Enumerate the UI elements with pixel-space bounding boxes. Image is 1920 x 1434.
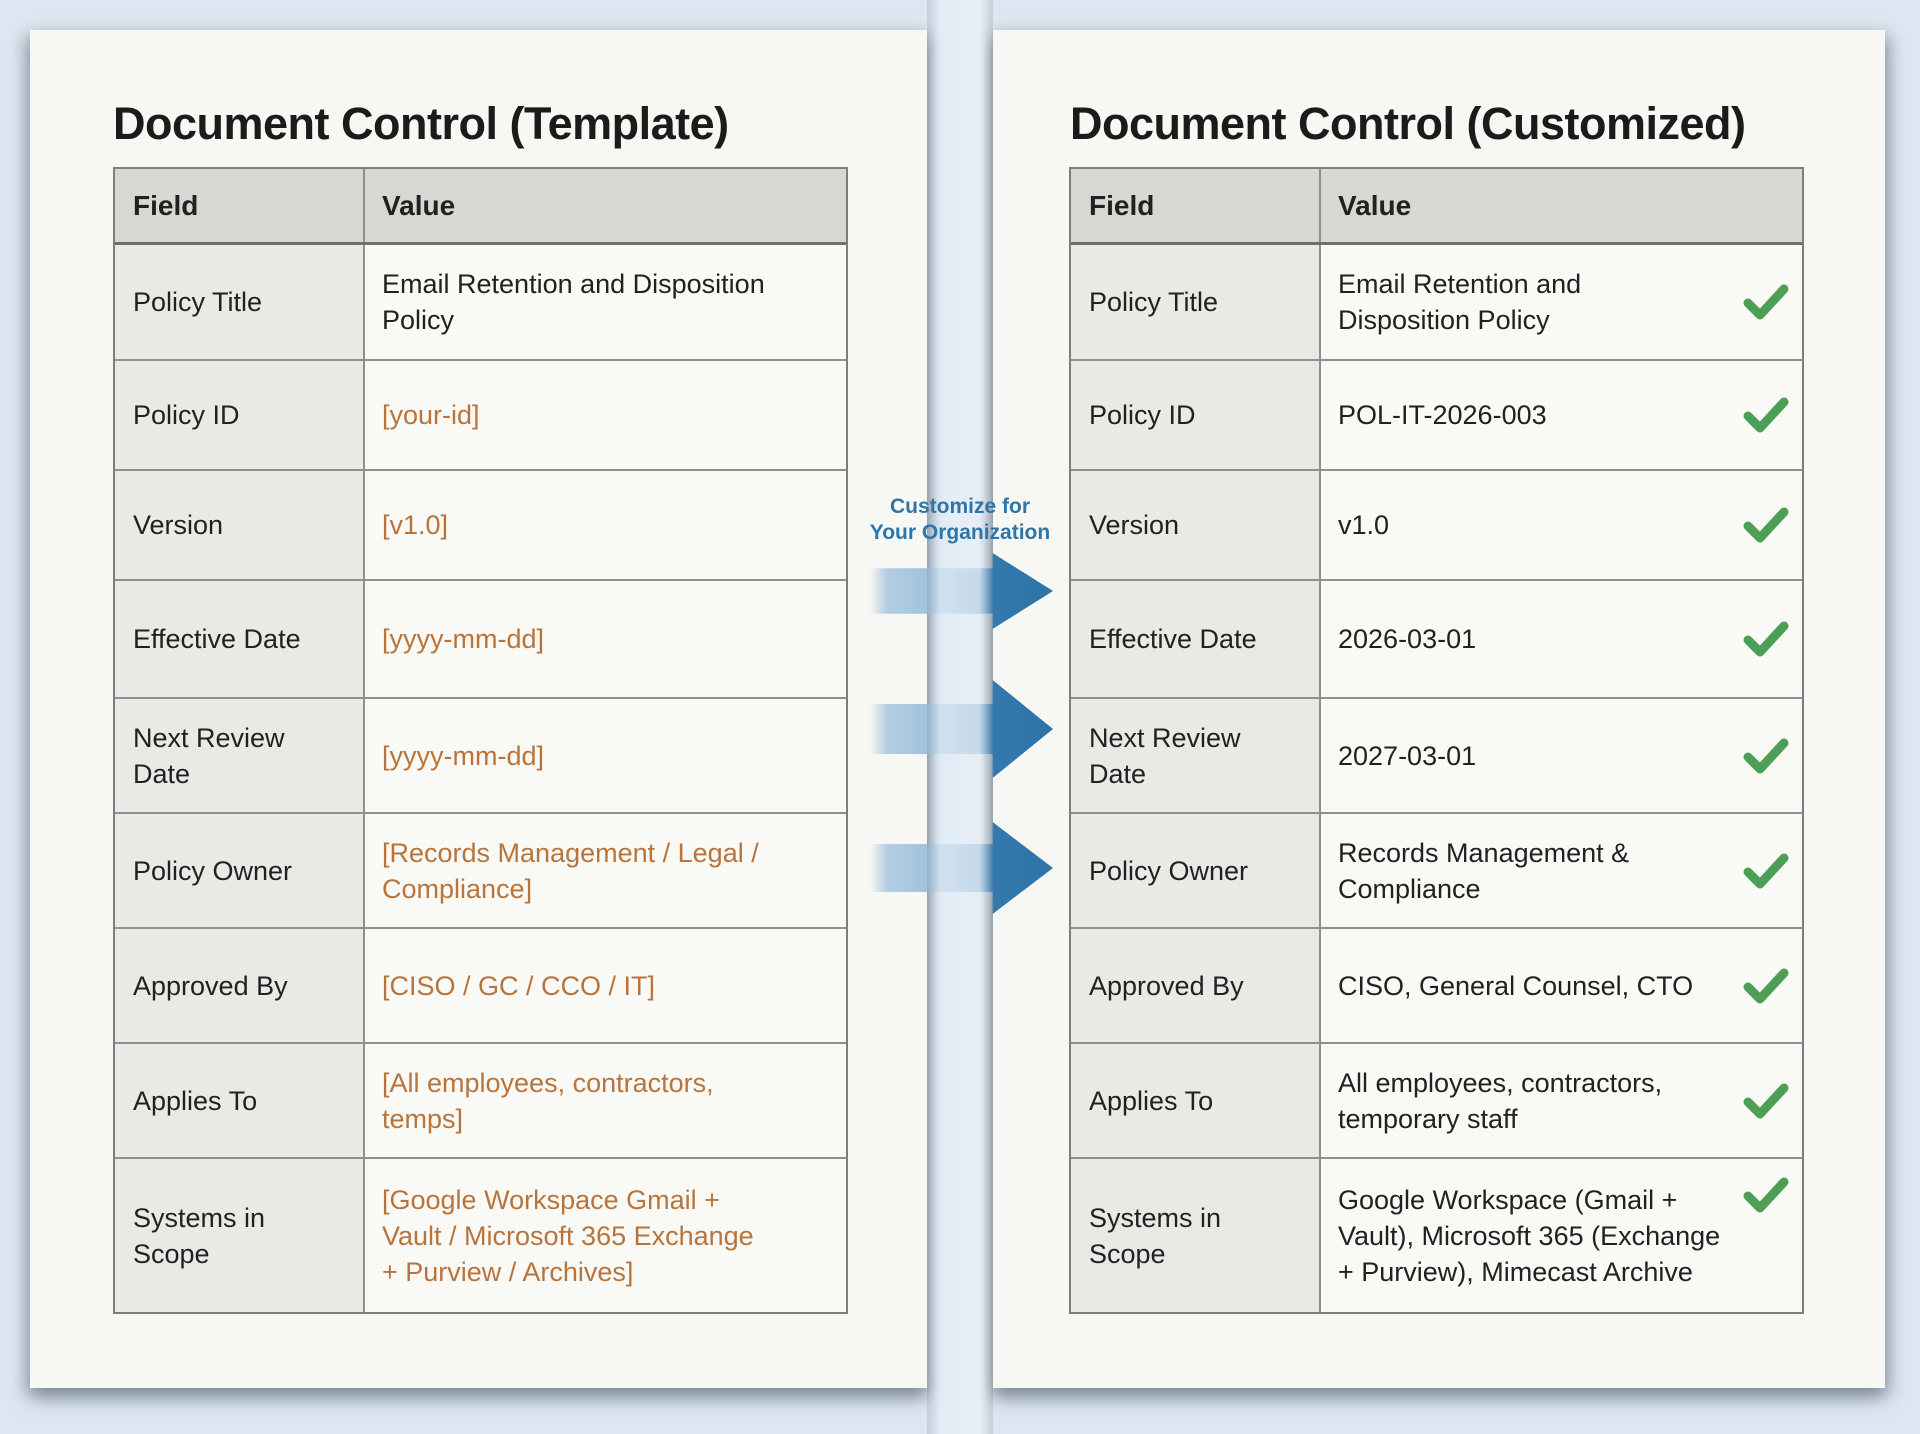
row-field-label: Systems in Scope	[1071, 1159, 1321, 1312]
row-value: Google Workspace (Gmail + Vault), Micros…	[1321, 1159, 1802, 1312]
row-value: Records Management & Compliance	[1321, 814, 1802, 927]
row-value-placeholder: [yyyy-mm-dd]	[365, 699, 846, 812]
row-field-label: Policy Title	[1071, 245, 1321, 359]
row-value-text: 2026-03-01	[1338, 624, 1477, 654]
table-row: Version [v1.0]	[115, 469, 846, 579]
table-row: Applies To All employees, contractors, t…	[1071, 1042, 1802, 1157]
row-field-label: Policy ID	[115, 361, 365, 469]
table-row: Effective Date 2026-03-01	[1071, 579, 1802, 697]
row-value-placeholder: [v1.0]	[365, 471, 846, 579]
row-value: 2026-03-01	[1321, 581, 1802, 697]
field-column-header: Field	[115, 169, 365, 242]
row-value-text: CISO, General Counsel, CTO	[1338, 970, 1694, 1001]
row-field-label: Policy Title	[115, 245, 365, 359]
row-field-label: Systems in Scope	[115, 1159, 365, 1312]
row-field-label: Approved By	[115, 929, 365, 1042]
row-field-label: Policy ID	[1071, 361, 1321, 469]
row-value-placeholder: [yyyy-mm-dd]	[365, 581, 846, 697]
table-row: Policy ID POL-IT-2026-003	[1071, 359, 1802, 469]
row-value: CISO, General Counsel, CTO	[1321, 929, 1802, 1042]
table-row: Applies To [All employees, contractors, …	[115, 1042, 846, 1157]
row-value: Email Retention and Disposition Policy	[365, 245, 846, 359]
row-value-text: POL-IT-2026-003	[1338, 400, 1547, 430]
row-value: Email Retention and Disposition Policy	[1321, 245, 1802, 359]
template-paper: Document Control (Template) Field Value …	[30, 30, 927, 1388]
table-header-row: Field Value	[115, 169, 846, 242]
row-field-label: Version	[115, 471, 365, 579]
row-value-placeholder: [Google Workspace Gmail + Vault / Micros…	[365, 1159, 846, 1312]
table-row: Approved By CISO, General Counsel, CTO	[1071, 927, 1802, 1042]
table-row: Version v1.0	[1071, 469, 1802, 579]
check-icon	[1743, 853, 1789, 888]
row-value: v1.0	[1321, 471, 1802, 579]
row-field-label: Effective Date	[115, 581, 365, 697]
row-field-label: Applies To	[1071, 1044, 1321, 1157]
check-icon	[1743, 1177, 1789, 1213]
row-value-text: v1.0	[1338, 510, 1390, 540]
row-value-text: All employees, contractors, temporary st…	[1338, 1067, 1663, 1134]
row-value-placeholder: [your-id]	[365, 361, 846, 469]
row-field-label: Next Review Date	[115, 699, 365, 812]
row-value-text: Records Management & Compliance	[1338, 837, 1630, 904]
template-table: Field Value Policy Title Email Retention…	[113, 167, 848, 1314]
table-row: Approved By [CISO / GC / CCO / IT]	[115, 927, 846, 1042]
check-icon	[1743, 968, 1789, 1003]
row-value: POL-IT-2026-003	[1321, 361, 1802, 469]
row-value-placeholder: [CISO / GC / CCO / IT]	[365, 929, 846, 1042]
check-icon	[1743, 1083, 1789, 1118]
table-row: Next Review Date [yyyy-mm-dd]	[115, 697, 846, 812]
row-value-text: Email Retention and Disposition Policy	[1338, 269, 1582, 335]
field-column-header: Field	[1071, 169, 1321, 242]
row-field-label: Policy Owner	[1071, 814, 1321, 927]
table-header-row: Field Value	[1071, 169, 1802, 242]
customize-label: Customize for Your Organization	[869, 495, 1051, 544]
row-field-label: Policy Owner	[115, 814, 365, 927]
template-title: Document Control (Template)	[113, 98, 729, 149]
check-icon	[1743, 738, 1789, 773]
row-value-text: Google Workspace (Gmail + Vault), Micros…	[1338, 1184, 1721, 1287]
table-row: Policy Title Email Retention and Disposi…	[1071, 242, 1802, 359]
check-icon	[1743, 397, 1789, 433]
row-field-label: Effective Date	[1071, 581, 1321, 697]
row-field-label: Approved By	[1071, 929, 1321, 1042]
table-row: Systems in Scope Google Workspace (Gmail…	[1071, 1157, 1802, 1312]
table-row: Policy ID [your-id]	[115, 359, 846, 469]
row-value-placeholder: [Records Management / Legal / Compliance…	[365, 814, 846, 927]
customized-table: Field Value Policy Title Email Retention…	[1069, 167, 1804, 1314]
table-row: Policy Owner [Records Management / Legal…	[115, 812, 846, 927]
row-value-text: 2027-03-01	[1338, 740, 1477, 771]
row-field-label: Version	[1071, 471, 1321, 579]
table-row: Policy Title Email Retention and Disposi…	[115, 242, 846, 359]
paper-gap-ribbon	[927, 0, 993, 1434]
row-field-label: Next Review Date	[1071, 699, 1321, 812]
table-row: Next Review Date 2027-03-01	[1071, 697, 1802, 812]
table-row: Effective Date [yyyy-mm-dd]	[115, 579, 846, 697]
customized-paper: Document Control (Customized) Field Valu…	[993, 30, 1885, 1388]
check-icon	[1743, 621, 1789, 657]
row-value-placeholder: [All employees, contractors, temps]	[365, 1044, 846, 1157]
row-value: All employees, contractors, temporary st…	[1321, 1044, 1802, 1157]
table-row: Policy Owner Records Management & Compli…	[1071, 812, 1802, 927]
value-column-header: Value	[1321, 169, 1802, 242]
table-row: Systems in Scope [Google Workspace Gmail…	[115, 1157, 846, 1312]
check-icon	[1743, 507, 1789, 543]
row-value: 2027-03-01	[1321, 699, 1802, 812]
check-icon	[1743, 284, 1789, 320]
value-column-header: Value	[365, 169, 846, 242]
customized-title: Document Control (Customized)	[1070, 98, 1746, 149]
row-field-label: Applies To	[115, 1044, 365, 1157]
